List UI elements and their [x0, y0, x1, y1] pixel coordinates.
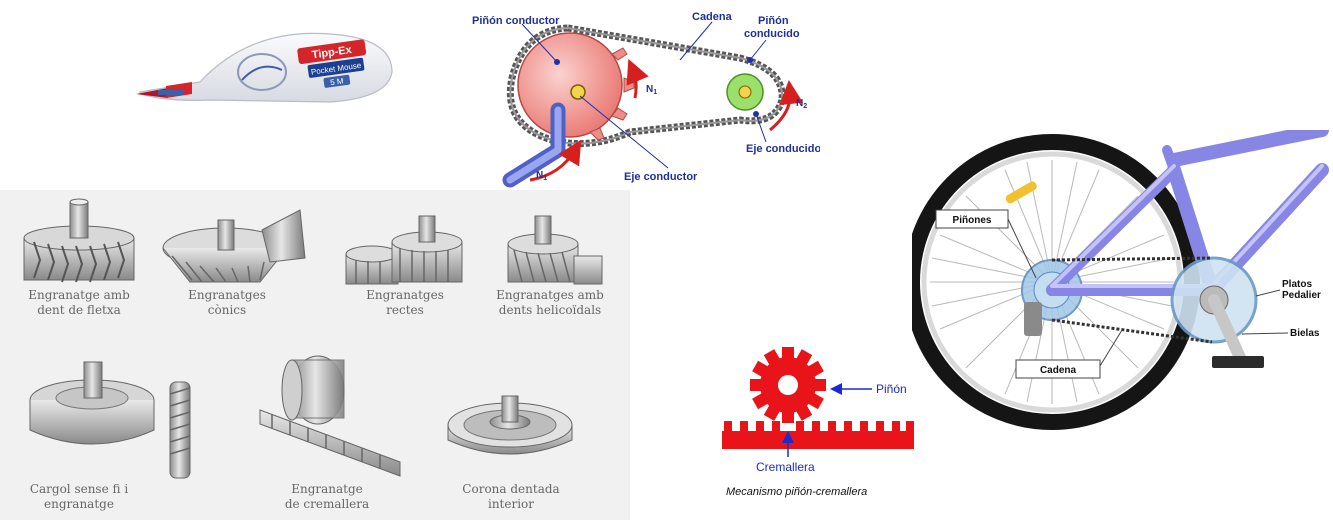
label-rack: Cremallera — [756, 460, 815, 474]
label-chain: Cadena — [692, 11, 733, 23]
label-chainring-2: Pedalier — [1282, 290, 1321, 301]
rear-derailleur — [1024, 302, 1042, 336]
correction-tape-drawing: Tipp-Ex Pocket Mouse 5 M — [130, 20, 400, 110]
rack-pinion-diagram: Piñón Cremallera Mecanismo piñón-cremall… — [700, 345, 940, 515]
label-chain-bike: Cadena — [1040, 365, 1077, 376]
helical-gears — [508, 216, 602, 284]
label-sprockets: Piñones — [953, 215, 992, 226]
label-chainring-1: Platos — [1282, 279, 1312, 290]
spur-gears — [346, 216, 462, 284]
gear-types-panel: Engranatge amb dent de fletxa Engranatge… — [0, 190, 630, 520]
gear-types-drawings — [0, 190, 630, 520]
rack-gear-3d — [260, 356, 400, 476]
chain-drive-diagram: Piñón conductor Cadena Piñón conducido N… — [440, 0, 820, 190]
pinion-gear — [750, 347, 826, 423]
label-n2: N2 — [796, 98, 807, 110]
rack-pinion-drawing: Piñón Cremallera Mecanismo piñón-cremall… — [700, 345, 940, 515]
bicycle-drawing: Piñones Cadena Platos Pedalier Bielas — [912, 130, 1333, 430]
label-drive-axle: Eje conductor — [624, 171, 698, 183]
caption-ring: Corona dentada interior — [446, 482, 576, 512]
caption-herringbone: Engranatge amb dent de fletxa — [14, 288, 144, 318]
rack-pinion-caption: Mecanismo piñón-cremallera — [726, 486, 867, 498]
tape-length: 5 M — [330, 76, 345, 87]
label-driven-axle: Eje conducido — [746, 143, 820, 155]
rack-bar — [722, 421, 914, 449]
label-pinion: Piñón — [876, 382, 907, 396]
correction-tape-illustration: Tipp-Ex Pocket Mouse 5 M — [130, 20, 400, 110]
driven-pinion-gear — [727, 74, 763, 110]
worm-gear — [30, 362, 190, 478]
label-n1-lower: N1 — [536, 170, 547, 182]
label-driven-pinion-line1: Piñón — [758, 15, 789, 27]
label-n1: N1 — [646, 84, 657, 96]
caption-spur: Engranatges rectes — [340, 288, 470, 318]
caption-worm: Cargol sense fi i engranatge — [14, 482, 144, 512]
label-drive-pinion: Piñón conductor — [472, 15, 560, 27]
bevel-gears — [163, 210, 305, 282]
internal-ring-gear — [448, 396, 572, 454]
caption-helical: Engranatges amb dents helicoïdals — [480, 288, 620, 318]
herringbone-gear — [24, 199, 134, 282]
chain-drive-drawing: Piñón conductor Cadena Piñón conducido N… — [440, 0, 820, 190]
label-cranks: Bielas — [1290, 328, 1320, 339]
label-driven-pinion-line2: conducido — [744, 28, 800, 40]
bicycle-drivetrain-diagram: Piñones Cadena Platos Pedalier Bielas — [912, 130, 1333, 430]
caption-rack: Engranatge de cremallera — [262, 482, 392, 512]
caption-bevel: Engranatges cònics — [162, 288, 292, 318]
